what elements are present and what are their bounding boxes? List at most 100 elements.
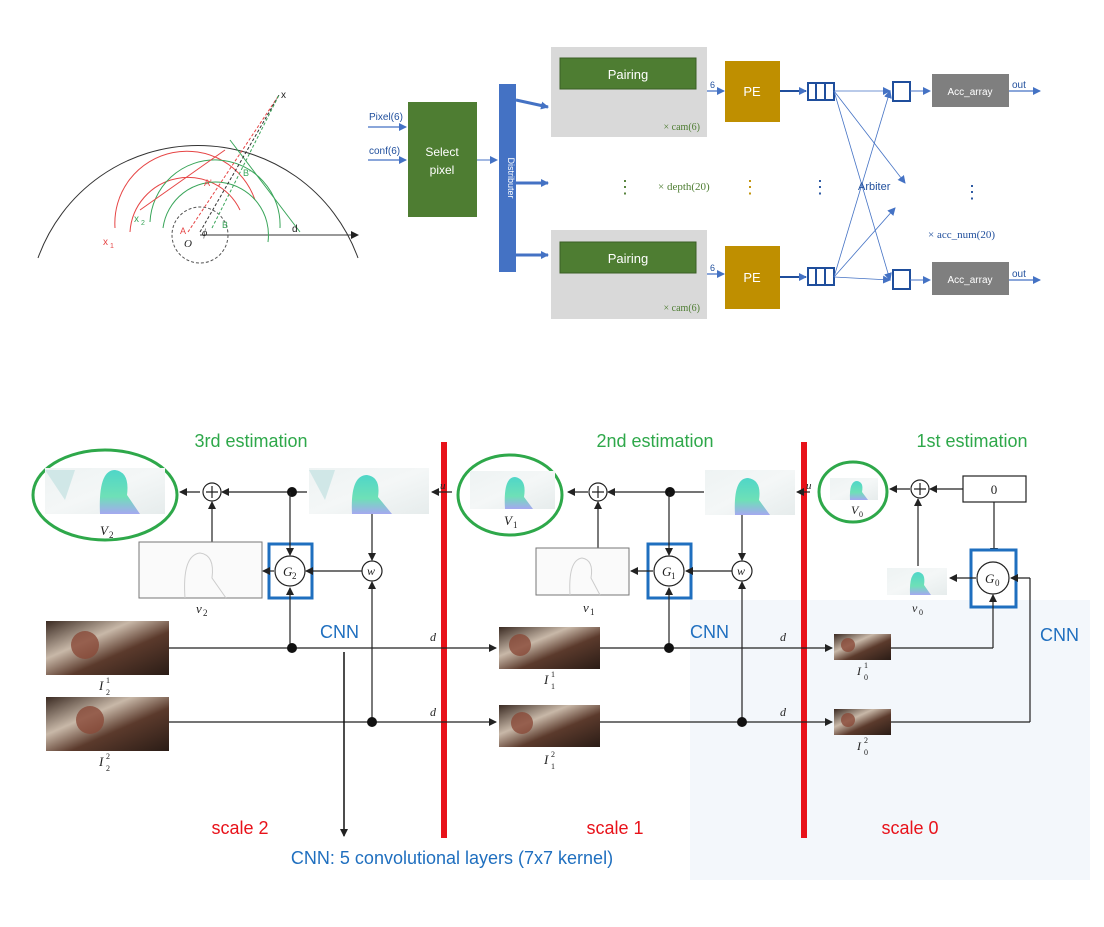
scale0-label: scale 0 [881, 818, 938, 838]
acc-num-label: × acc_num(20) [928, 229, 995, 241]
svg-text:1: 1 [551, 682, 555, 691]
hardware-diagram: Pixel(6) conf(6) Select pixel Distribute… [368, 47, 1041, 319]
center-circle [171, 206, 229, 264]
label-d: d [292, 224, 298, 235]
cnn-label-2: CNN [320, 622, 359, 642]
input-conf-label: conf(6) [369, 146, 400, 157]
label-A: A [180, 226, 186, 236]
dots-acc: ⋮ [963, 182, 981, 202]
scale-divider-1 [441, 442, 447, 838]
fifo-bottom [807, 267, 835, 286]
svg-text:1: 1 [551, 670, 555, 679]
v1-sub: 1 [590, 607, 595, 617]
pairing-box-top [559, 57, 697, 90]
v0-image [887, 568, 947, 595]
node-2c [367, 717, 377, 727]
svg-text:2: 2 [864, 736, 868, 745]
select-pixel-line1: Select [425, 145, 459, 159]
V0-label: V [851, 503, 860, 517]
d-label-1a: d [780, 630, 787, 644]
ray-black [199, 94, 280, 233]
pairing-box-bottom [559, 241, 697, 274]
upsampled-depth-1 [705, 470, 795, 515]
green-arc-outer [149, 159, 281, 229]
svg-text:1: 1 [551, 762, 555, 771]
d-label-2a: d [430, 630, 437, 644]
V1-depth-image [470, 471, 555, 509]
pairing-label-bottom: Pairing [608, 251, 648, 266]
v2-image [138, 541, 263, 599]
u-label-2: u [440, 480, 446, 492]
G1-label: G [662, 564, 672, 579]
svg-text:1: 1 [106, 676, 110, 685]
node-1c [737, 717, 747, 727]
reg-box-bottom [892, 269, 911, 290]
V0-sub: 0 [859, 510, 863, 519]
label-phi: ϕ [202, 228, 207, 239]
G0-label: G [985, 571, 995, 586]
dots-fifo: ⋮ [811, 177, 829, 197]
node-2b [287, 643, 297, 653]
pe-box-bottom [725, 246, 780, 309]
six-top: 6 [710, 80, 715, 90]
svg-text:1: 1 [864, 661, 868, 670]
out-label-bottom: out [1012, 269, 1026, 280]
node-1a [665, 487, 675, 497]
d-label-1b: d [780, 705, 787, 719]
label-x: x [281, 90, 286, 101]
G0-sub: 0 [995, 578, 1000, 588]
pairing-label-top: Pairing [608, 67, 648, 82]
red-arc-inner [129, 177, 241, 233]
V2-depth-image [45, 468, 165, 514]
v1-image [535, 547, 630, 596]
V1-label: V [504, 513, 514, 528]
footer-caption: CNN: 5 convolutional layers (7x7 kernel) [291, 848, 613, 868]
cnn-diagram: 3rd estimation 2nd estimation 1st estima… [31, 431, 1090, 880]
select-pixel-box [408, 102, 477, 217]
G1-circle [653, 555, 685, 587]
G1-sub: 1 [671, 571, 676, 581]
label-B-prime: B' [243, 168, 251, 178]
arbiter-label: Arbiter [858, 181, 891, 193]
I22-label: I [98, 754, 104, 769]
input-pixel-label: Pixel(6) [369, 112, 403, 123]
scale1-label: scale 1 [586, 818, 643, 838]
I11-label: I [543, 672, 549, 687]
fifo-top [807, 82, 835, 101]
red-arc-outer [114, 150, 256, 229]
I02-label: I [856, 739, 862, 753]
acc-label-bottom: Acc_array [947, 275, 992, 286]
est3-title: 3rd estimation [194, 431, 307, 451]
svg-text:0: 0 [864, 748, 868, 757]
w2-label: w [367, 564, 375, 578]
dots-pe: ⋮ [741, 177, 759, 197]
outer-arc [37, 145, 359, 259]
pe-box-top [725, 61, 780, 122]
label-B: B [222, 220, 228, 230]
red-edge [139, 149, 226, 211]
ray-green [211, 94, 280, 229]
dist-arrow-top [515, 98, 549, 110]
zero-label: 0 [991, 482, 998, 497]
label-O: O [184, 238, 192, 250]
V2-label: V [100, 523, 110, 538]
ray-red [187, 94, 280, 233]
cam-label-bottom: × cam(6) [664, 303, 700, 314]
svg-text:0: 0 [864, 673, 868, 682]
est2-title: 2nd estimation [596, 431, 713, 451]
reg-box-top [892, 81, 911, 102]
I22-image [46, 697, 169, 751]
G2-sub: 2 [292, 571, 297, 581]
u-label-1: u [806, 480, 812, 492]
six-bottom: 6 [710, 263, 715, 273]
out-label-top: out [1012, 80, 1026, 91]
label-x1: x [103, 237, 108, 248]
label-A-prime: A' [204, 178, 212, 188]
v0-label: v [912, 601, 918, 615]
upsampled-depth-2 [309, 468, 429, 514]
cnn-label-1: CNN [690, 622, 729, 642]
dots-pairing: ⋮ [616, 177, 634, 197]
I01-label: I [856, 664, 862, 678]
v2-sub: 2 [203, 608, 208, 618]
cam-label-top: × cam(6) [664, 122, 700, 133]
